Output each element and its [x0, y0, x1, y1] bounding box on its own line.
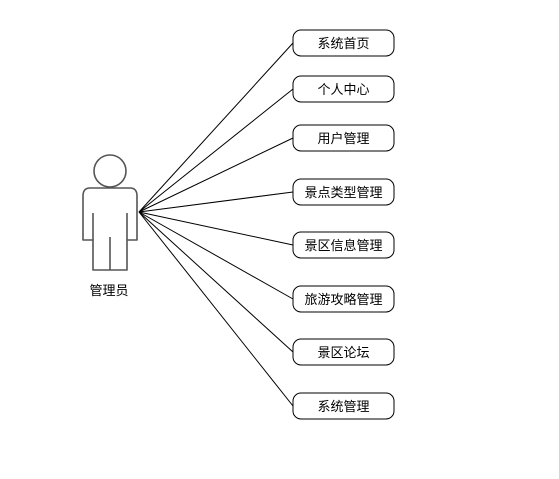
- use-case: 用户管理: [292, 124, 395, 152]
- use-case-label: 景区信息管理: [304, 238, 382, 254]
- use-case: 个人中心: [292, 75, 395, 103]
- use-case-label: 个人中心: [317, 83, 369, 98]
- use-case-label: 系统首页: [317, 37, 369, 52]
- use-case: 系统首页: [292, 29, 395, 57]
- use-case-box: [292, 231, 395, 259]
- actor-name: 管理员: [89, 284, 128, 299]
- use-case: 景区论坛: [292, 338, 395, 366]
- use-case-label: 系统管理: [317, 400, 369, 415]
- use-case-box: [292, 75, 395, 103]
- association-line: [138, 42, 294, 213]
- use-case: 景点类型管理: [292, 178, 395, 206]
- association-line: [138, 137, 294, 213]
- use-case-box: [292, 178, 395, 206]
- actor-admin: 管理员: [82, 154, 138, 299]
- association-line: [138, 88, 294, 213]
- association-lines: [138, 42, 294, 407]
- use-case: 旅游攻略管理: [292, 285, 395, 313]
- use-case-box: [292, 392, 395, 420]
- use-case: 景区信息管理: [292, 231, 395, 259]
- use-case-box: [292, 124, 395, 152]
- use-case-label: 景点类型管理: [304, 186, 382, 201]
- use-case-label: 用户管理: [317, 131, 369, 147]
- use-case-box: [292, 29, 395, 57]
- association-line: [138, 211, 294, 407]
- use-case: 系统管理: [292, 392, 395, 420]
- association-line: [138, 211, 294, 246]
- person-icon: [82, 154, 138, 271]
- association-line: [138, 191, 294, 213]
- association-line: [138, 211, 294, 353]
- association-line: [138, 211, 294, 300]
- use-case-label: 景区论坛: [317, 346, 369, 361]
- use-case-label: 旅游攻略管理: [304, 292, 382, 308]
- use-case-box: [292, 285, 395, 313]
- use-case-box: [292, 338, 395, 366]
